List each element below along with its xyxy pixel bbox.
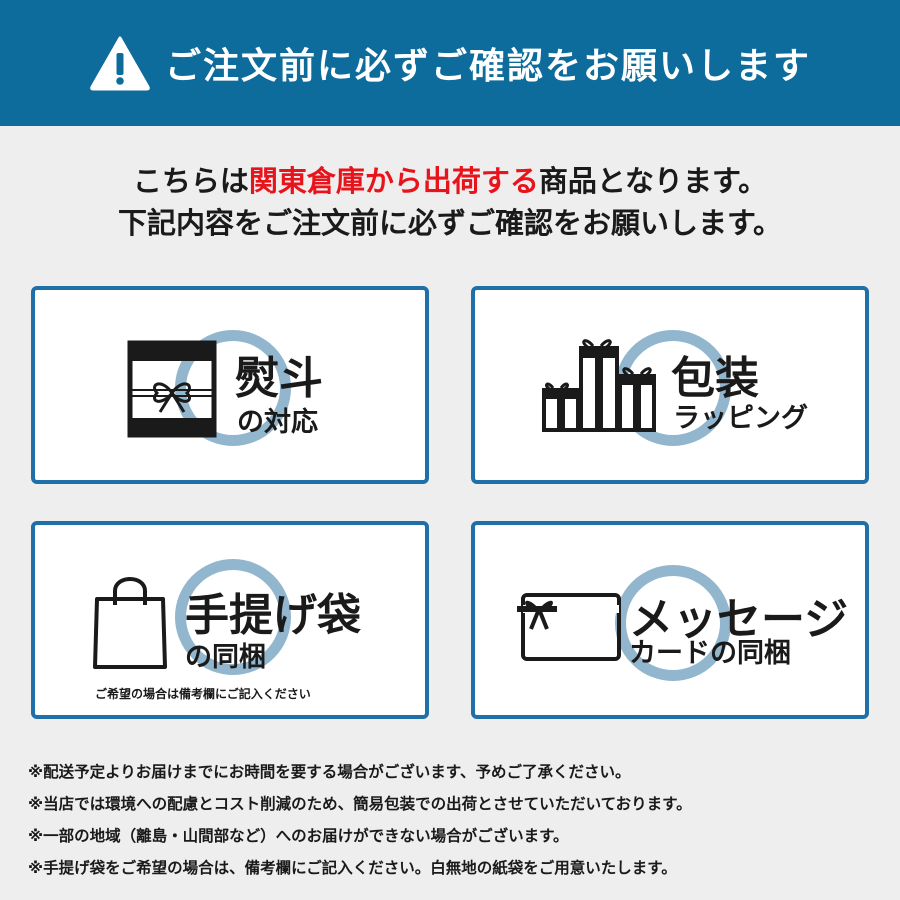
intro-text: こちらは関東倉庫から出荷する商品となります。 下記内容をご注文前に必ずご確認をお… [0, 160, 900, 244]
message-card-icon [517, 593, 621, 661]
shopping-bag-icon [93, 577, 167, 669]
card-wrapping: 包装 ラッピング [471, 286, 869, 484]
gift-boxes-icon [542, 339, 656, 432]
note-item: ※一部の地域（離島・山間部など）へのお届けができない場合がございます。 [28, 827, 569, 845]
card-message-card: メッセージ カードの同梱 [471, 521, 869, 719]
intro-prefix: こちらは [132, 164, 249, 198]
ring-decoration [175, 559, 291, 675]
card-subtitle: の同梱 [185, 642, 266, 673]
banner-title: ご注文前に必ずご確認をお願いします [164, 46, 811, 87]
card-title: 手提げ袋 [185, 590, 361, 641]
note-item: ※配送予定よりお届けまでにお時間を要する場合がございます、予めご了承ください。 [28, 763, 631, 781]
note-item: ※当店では環境への配慮とコスト削減のため、簡易包装での出荷とさせていただいており… [28, 795, 692, 813]
notes-list: ※配送予定よりお届けまでにお時間を要する場合がございます、予めご了承ください。 … [28, 756, 878, 884]
card-noshi: 熨斗 の対応 [31, 286, 429, 484]
card-title: 包装 [671, 353, 759, 404]
ring-decoration [175, 330, 291, 446]
header-banner: ご注文前に必ずご確認をお願いします [0, 0, 900, 126]
intro-line-2: 下記内容をご注文前に必ずご確認をお願いします。 [117, 206, 783, 240]
card-title: 熨斗 [235, 353, 323, 404]
noshi-icon [127, 340, 217, 438]
card-note: ご希望の場合は備考欄にご記入ください [95, 687, 311, 701]
card-title: メッセージ [629, 594, 849, 645]
card-shopping-bag: 手提げ袋 の同梱 ご希望の場合は備考欄にご記入ください [31, 521, 429, 719]
card-subtitle: ラッピング [673, 403, 808, 434]
card-subtitle: の対応 [237, 407, 318, 438]
intro-highlight: 関東倉庫から出荷する [248, 164, 539, 198]
card-subtitle: カードの同梱 [629, 638, 791, 669]
warning-icon [90, 36, 150, 91]
intro-line-1: こちらは関東倉庫から出荷する商品となります。 [0, 160, 900, 202]
note-item: ※手提げ袋をご希望の場合は、備考欄にご記入ください。白無地の紙袋をご用意いたしま… [28, 859, 677, 877]
intro-suffix: 商品となります。 [538, 164, 768, 198]
